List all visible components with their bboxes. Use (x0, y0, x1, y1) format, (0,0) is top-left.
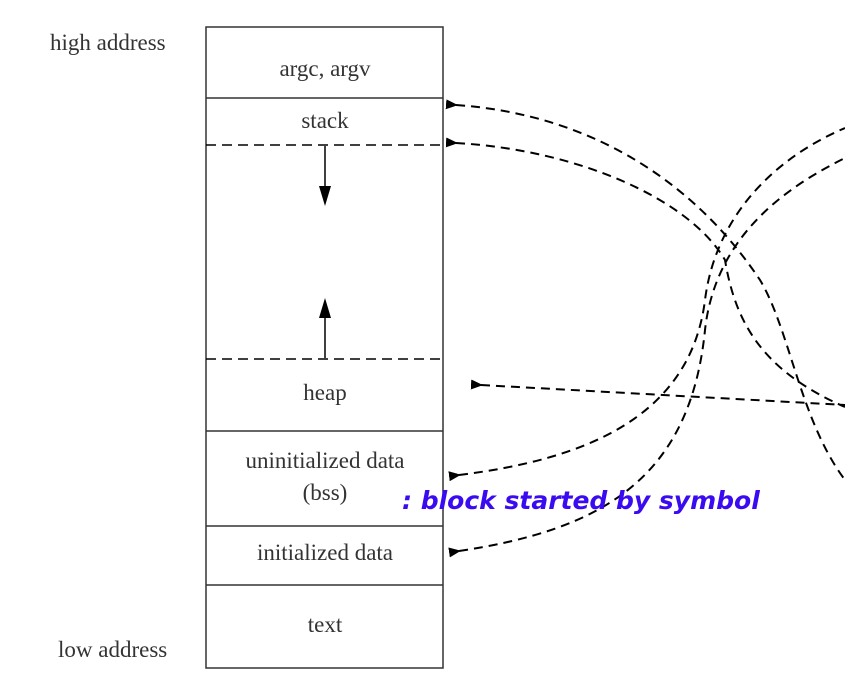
bss-annotation: : block started by symbol (402, 486, 760, 515)
initialized-data-pointer-arrow (448, 157, 845, 558)
segment-bss-line2: (bss) (303, 480, 348, 505)
segment-stack: stack (301, 108, 349, 133)
high-address-label: high address (50, 30, 166, 55)
heap-pointer-arrow (470, 379, 845, 406)
bss-pointer-arrow (448, 127, 845, 482)
memory-box (205, 26, 444, 669)
arrow-down-icon (319, 186, 331, 206)
segment-initialized-data: initialized data (257, 540, 393, 565)
stack-pointer-arrow (445, 137, 845, 408)
low-address-label: low address (58, 637, 167, 662)
segment-bss-line1: uninitialized data (245, 448, 404, 473)
arrow-up-icon (319, 298, 331, 318)
segment-argc-argv: argc, argv (279, 56, 371, 81)
stack-top-pointer-arrow (445, 99, 845, 481)
segment-text: text (308, 612, 343, 637)
segment-heap: heap (303, 380, 346, 405)
